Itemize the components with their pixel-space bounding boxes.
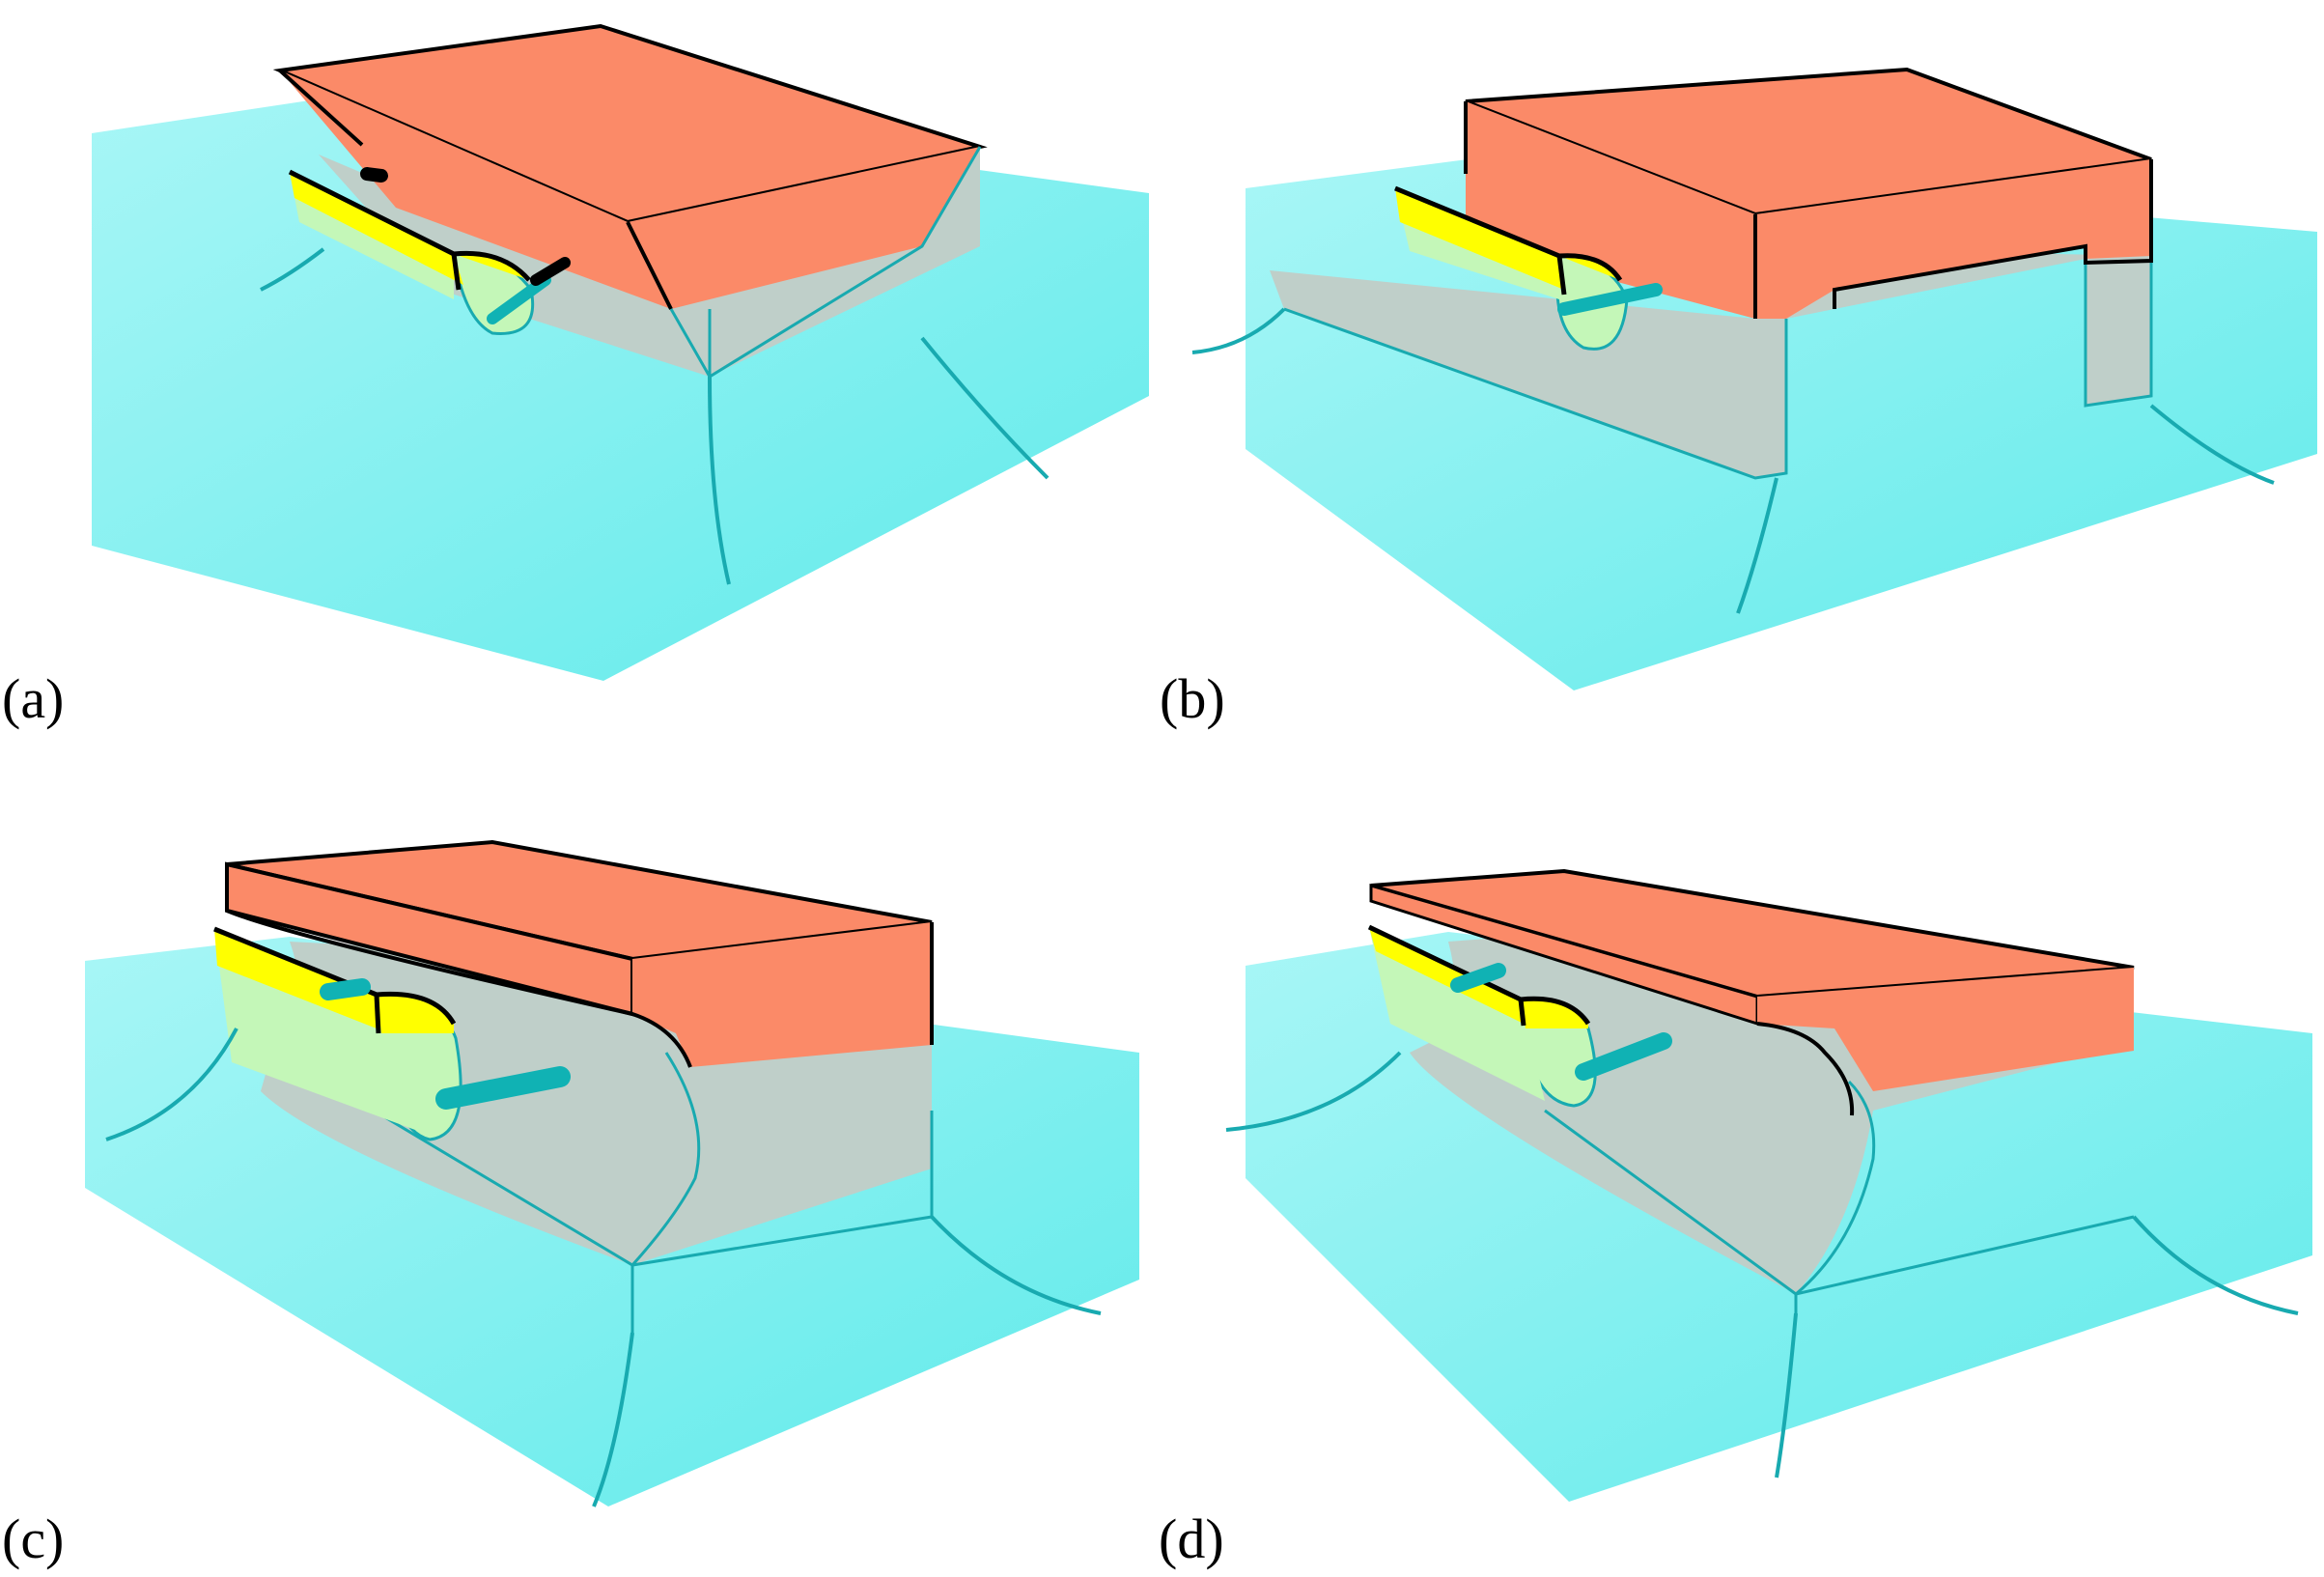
panel-d-label: (d): [1159, 1507, 1224, 1570]
panel-d: (d): [1159, 792, 2324, 1577]
panel-a-label: (a): [2, 667, 65, 730]
panel-b-label: (b): [1160, 667, 1225, 730]
panel-c: (c): [0, 792, 1159, 1577]
panel-c-illustration: [85, 839, 1139, 1507]
panel-a-illustration: [92, 23, 1149, 681]
panel-d-illustration: [1225, 868, 2312, 1502]
panel-b: (b): [1159, 0, 2324, 753]
panel-a: (a): [0, 0, 1159, 753]
panel-b-illustration: [1191, 67, 2317, 690]
panel-c-label: (c): [2, 1507, 65, 1570]
